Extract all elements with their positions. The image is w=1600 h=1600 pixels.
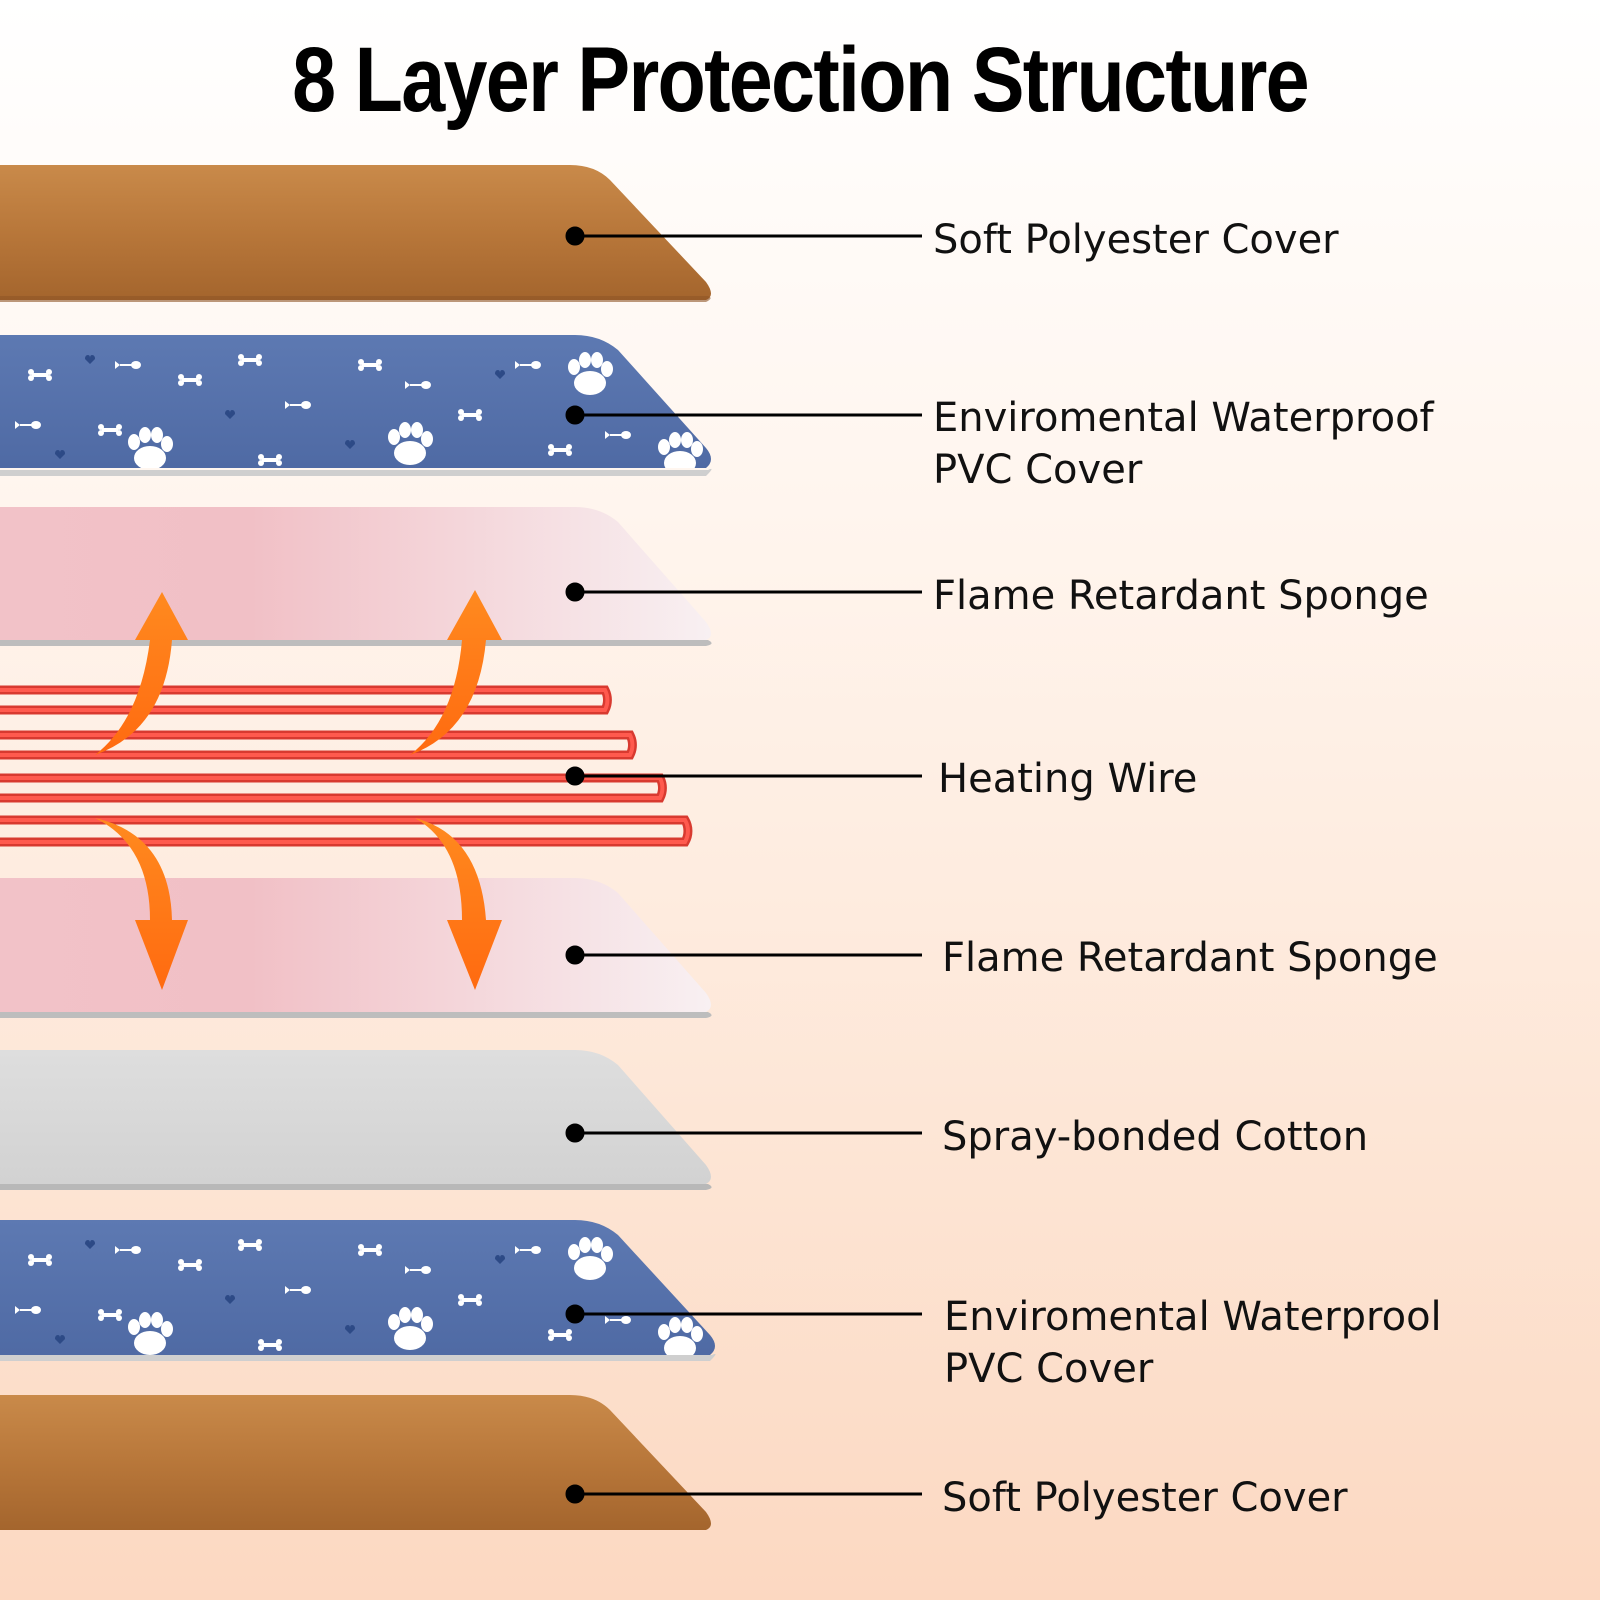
label-waterproof-pvc-cover-top: Enviromental Waterproof PVC Cover [933,395,1434,493]
page-title: 8 Layer Protection Structure [292,29,1310,131]
layer-heating-wire [0,685,693,847]
label-soft-polyester-cover-bottom: Soft Polyester Cover [942,1475,1348,1521]
layer-soft-polyester-cover-bottom [0,1395,711,1530]
layer-soft-polyester-cover-top [0,165,711,302]
label-waterproof-pvc-cover-bottom: Enviromental Waterprool PVC Cover [944,1294,1442,1392]
label-heating-wire: Heating Wire [938,756,1198,802]
label-flame-retardant-sponge-bottom: Flame Retardant Sponge [942,935,1438,981]
layer-spray-bonded-cotton [0,1050,712,1190]
layer-waterproof-pvc-cover-bottom [0,1220,716,1361]
label-spray-bonded-cotton: Spray-bonded Cotton [942,1114,1369,1160]
layer-flame-retardant-sponge-top [0,507,712,646]
layer-waterproof-pvc-cover-top [0,335,712,476]
heat-arrow-icon [95,590,502,990]
label-soft-polyester-cover-top: Soft Polyester Cover [933,217,1339,263]
label-flame-retardant-sponge-top: Flame Retardant Sponge [933,573,1429,619]
layer-flame-retardant-sponge-bottom [0,878,712,1018]
leader-lines [565,226,922,1504]
